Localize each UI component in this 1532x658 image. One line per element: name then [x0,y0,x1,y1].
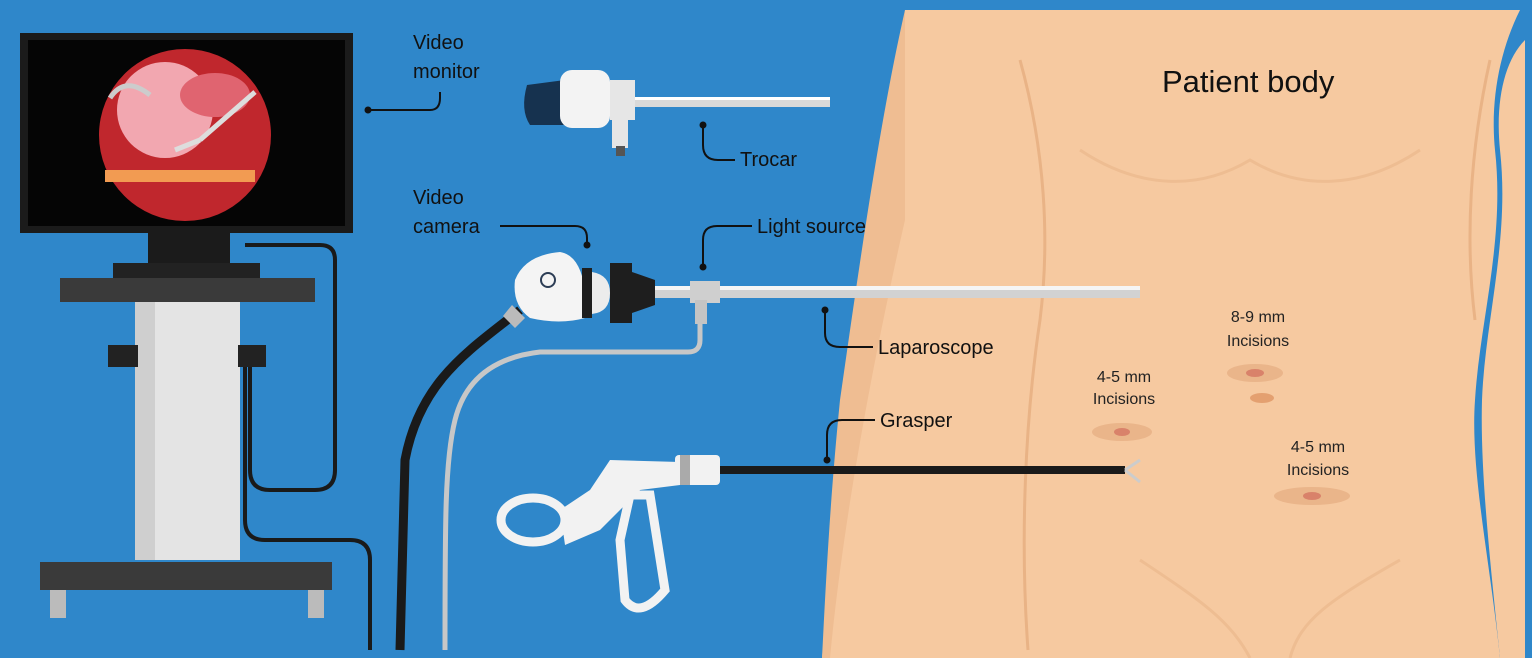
incision-marks [1092,364,1350,505]
video-camera-label-line1: Video [413,187,464,209]
patient-body [822,10,1525,658]
grasper [496,455,1141,613]
grasper-label: Grasper [880,410,953,432]
laparoscope-label: Laparoscope [878,337,994,359]
laparoscope [610,263,1140,324]
incision-label-1: Incisions [1227,333,1289,350]
trocar-label: Trocar [740,149,797,171]
light-cable [442,320,703,651]
trocar [524,70,830,156]
light-source-label: Light source [757,216,866,238]
incision-label-3: Incisions [1287,462,1349,479]
video-camera-label-line2: camera [413,216,481,238]
leader-lines [364,92,875,464]
video-monitor-label-line2: monitor [413,61,480,83]
power-cable [243,360,372,650]
video-monitor [20,33,353,278]
video-monitor-label-line1: Video [413,32,464,54]
incision-size-2: 4-5 mm [1097,369,1151,386]
monitor-cable [245,243,337,492]
patient-body-label: Patient body [1162,64,1335,99]
incision-size-1: 8-9 mm [1231,309,1285,326]
video-camera [503,252,610,328]
incision-label-2: Incisions [1093,391,1155,408]
incision-size-3: 4-5 mm [1291,439,1345,456]
monitor-cart [40,278,332,618]
camera-cable [395,306,523,651]
